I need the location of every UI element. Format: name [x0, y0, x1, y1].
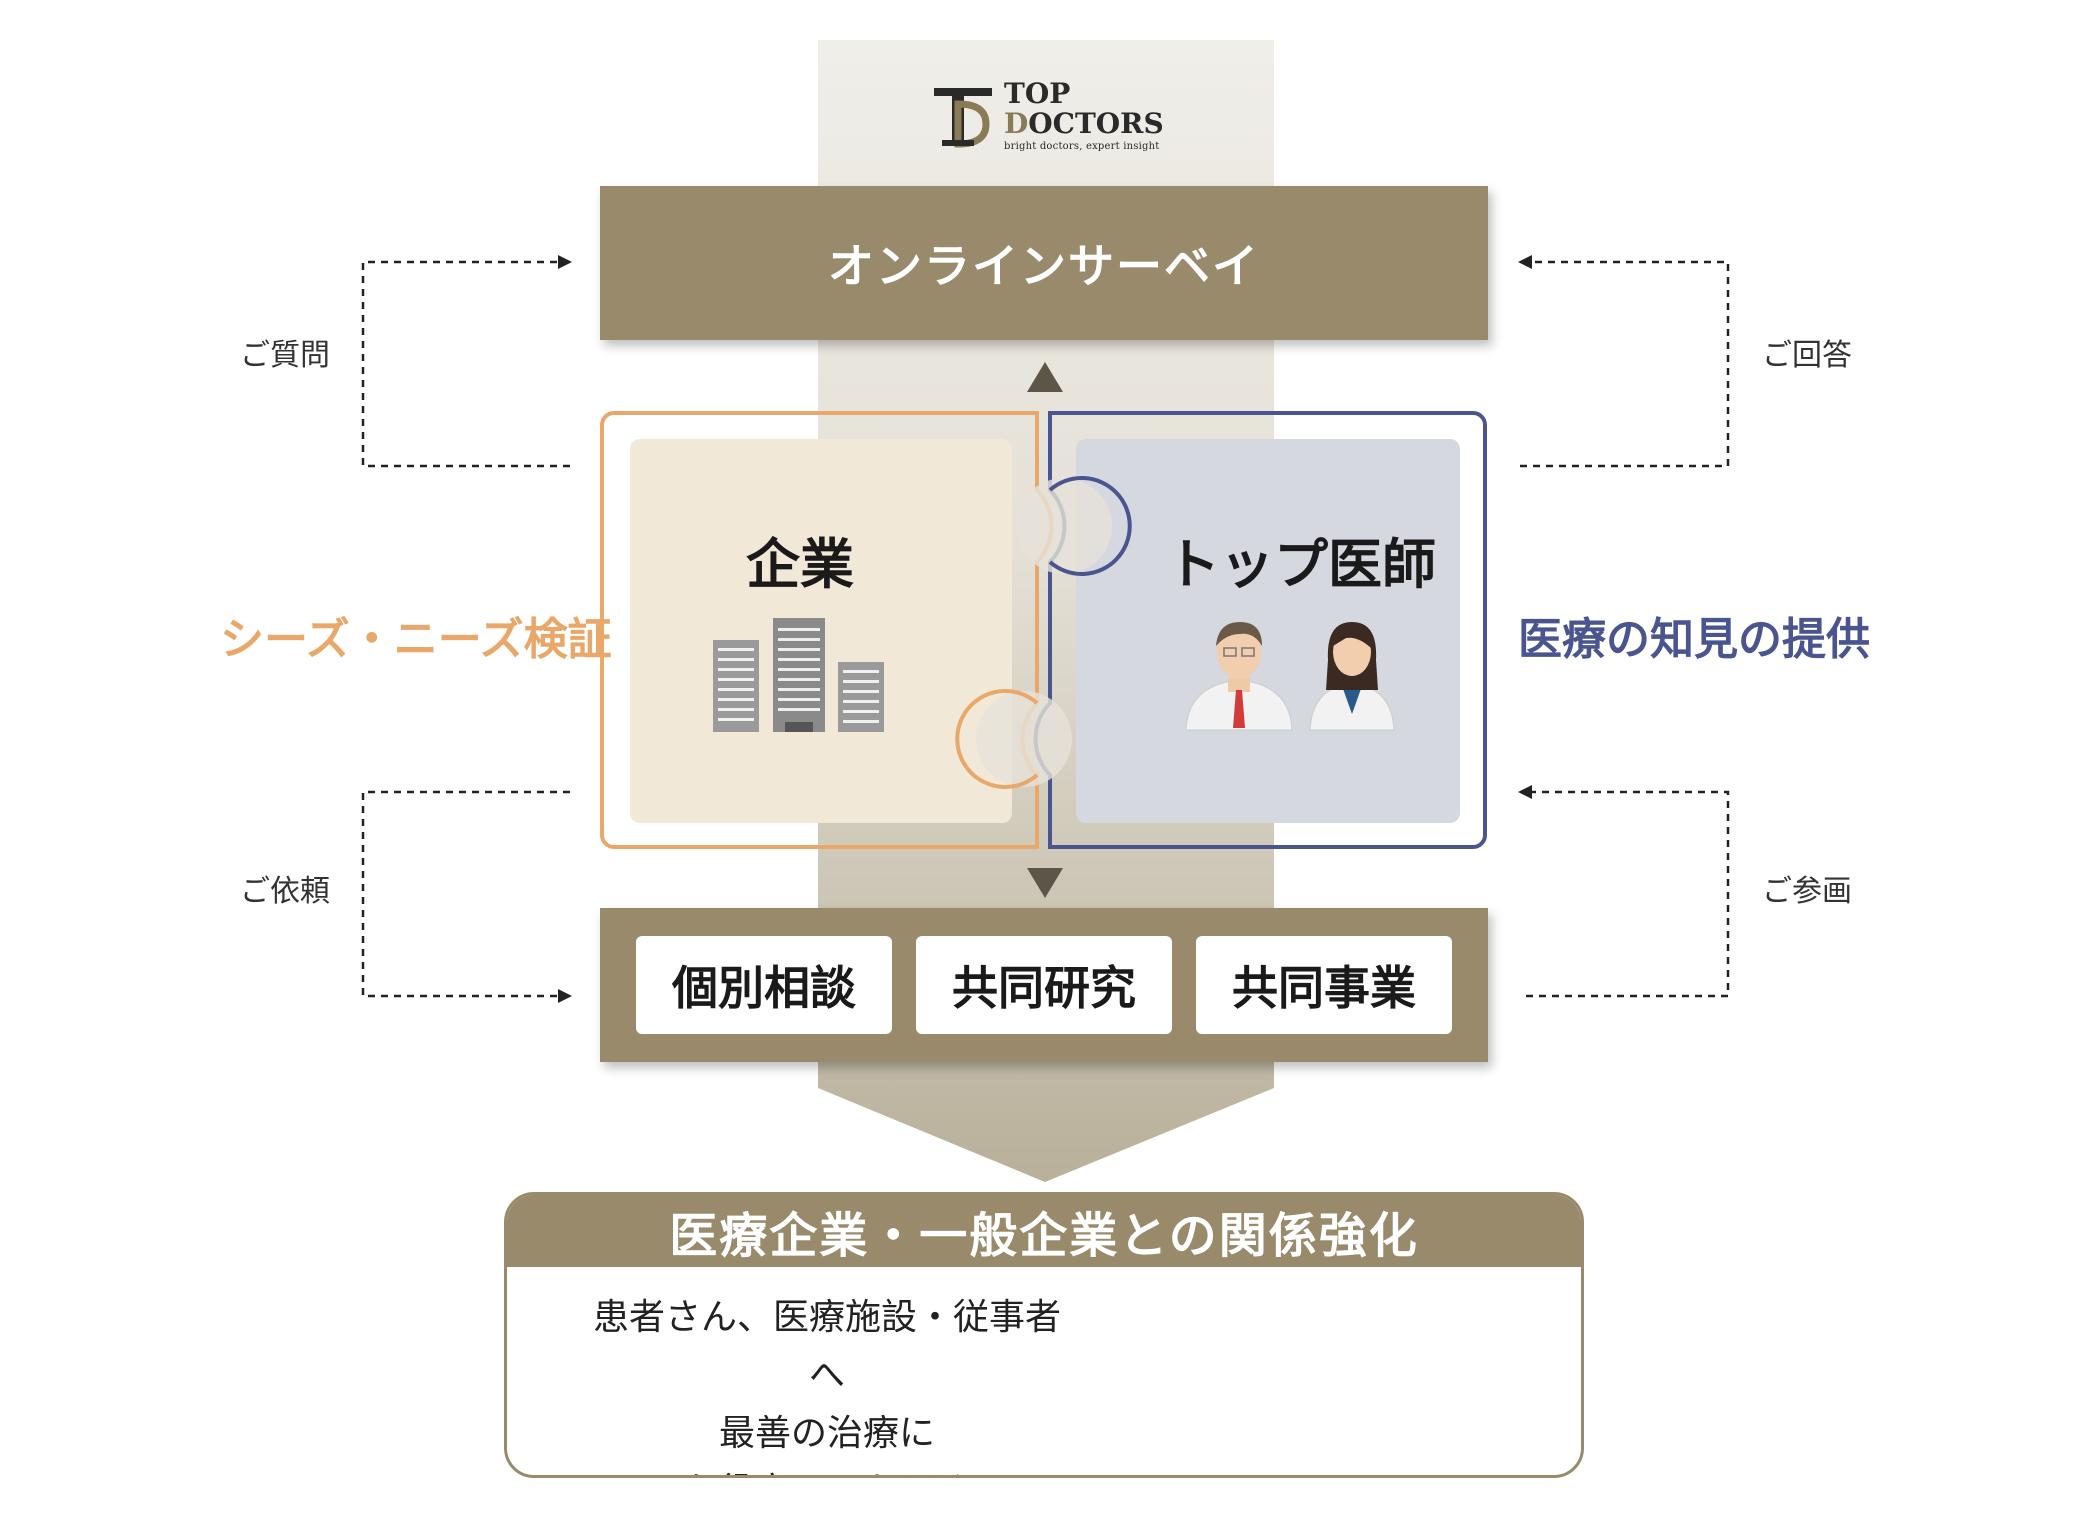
top-doctors-logo: TOP DOCTORS bright doctors, expert insig… [1004, 80, 1164, 152]
participate-connector [1526, 790, 1730, 998]
down-arrow-icon [1027, 868, 1063, 898]
request-connector [361, 790, 570, 998]
result-description: 患者さん、医療施設・従事者へ 最善の治療に お役立ていただく [587, 1289, 1067, 1475]
individual-consultation-item: 個別相談 [636, 936, 892, 1034]
answer-label: ご回答 [1762, 338, 1852, 373]
company-panel-title: 企業 [746, 533, 854, 596]
joint-business-item: 共同事業 [1196, 936, 1452, 1034]
request-label: ご依頼 [240, 874, 330, 909]
medical-knowledge-label: 医療の知見の提供 [1518, 614, 1870, 665]
top-doctors-logo-icon [934, 88, 992, 148]
result-line-3: お役立ていただく [587, 1463, 1067, 1475]
collaboration-actions-bar: 個別相談 共同研究 共同事業 [600, 908, 1488, 1062]
seeds-needs-verification-label: シーズ・ニーズ検証 [220, 614, 612, 665]
logo-line1: TOP [1004, 77, 1071, 110]
question-connector [361, 260, 570, 468]
doctors-icon [1185, 622, 1395, 731]
logo-line2-rest: OCTORS [1028, 107, 1164, 140]
participate-label: ご参画 [1762, 874, 1852, 909]
up-arrow-icon [1027, 362, 1063, 392]
result-line-2: 最善の治療に [718, 1413, 935, 1454]
doctors-panel-fill [1076, 439, 1460, 823]
logo-tagline: bright doctors, expert insight [1004, 141, 1160, 152]
question-label: ご質問 [240, 338, 330, 373]
joint-research-item: 共同研究 [916, 936, 1172, 1034]
online-survey-title: オンラインサーベイ [828, 239, 1260, 293]
answer-connector [1520, 260, 1730, 468]
logo-accent-letter: D [1004, 107, 1029, 140]
doctors-panel-title: トップ医師 [1166, 533, 1436, 596]
result-line-1: 患者さん、医療施設・従事者へ [592, 1297, 1061, 1396]
online-survey-bar: オンラインサーベイ [600, 186, 1488, 340]
result-title: 医療企業・一般企業との関係強化 [507, 1195, 1581, 1267]
buildings-icon [713, 618, 884, 732]
logo-line2: DOCTORS [1004, 110, 1164, 138]
relationship-result-box: 医療企業・一般企業との関係強化 患者さん、医療施設・従事者へ 最善の治療に お役… [504, 1192, 1584, 1478]
